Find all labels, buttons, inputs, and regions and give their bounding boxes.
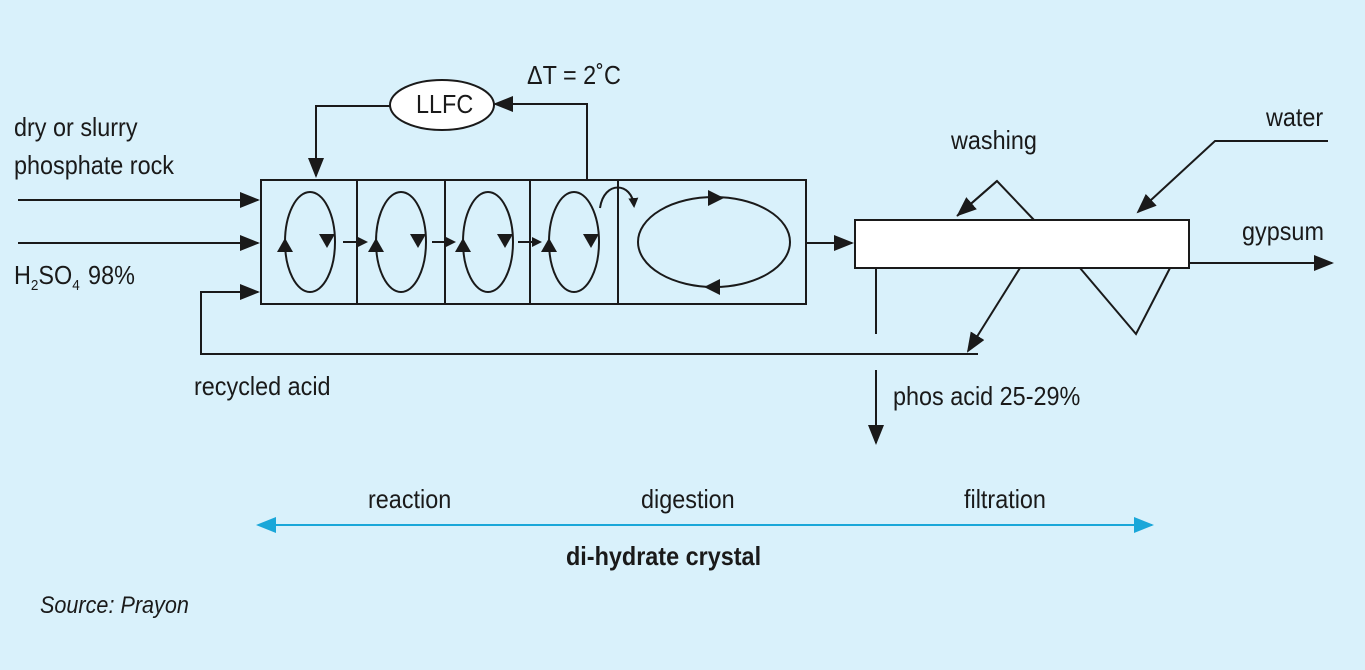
loop-arrowhead xyxy=(410,234,426,248)
rock-feed-label: dry or slurry xyxy=(14,112,138,142)
source-credit: Source: Prayon xyxy=(40,592,189,619)
loop-arrowhead xyxy=(455,238,471,252)
crystal-type-label: di-hydrate crystal xyxy=(566,541,762,571)
washing-label: washing xyxy=(951,125,1037,155)
washing-arrow xyxy=(956,180,998,217)
loop-arrowhead xyxy=(583,234,599,248)
water-line xyxy=(1136,140,1328,214)
filtrate-zigzag xyxy=(1079,267,1171,336)
recycled-acid-label: recycled acid xyxy=(194,371,331,401)
stage-digestion-label: digestion xyxy=(641,484,735,514)
stage-reaction-label: reaction xyxy=(368,484,452,514)
stage-filtration-label: filtration xyxy=(964,484,1046,514)
loop-arrowhead xyxy=(319,234,335,248)
llfc-controller xyxy=(389,79,495,131)
sulfuric-acid-label: H2SO4 98% xyxy=(14,260,135,294)
recycled-acid-line xyxy=(200,284,978,355)
recycle-from-filter xyxy=(966,267,1021,353)
llfc-label: LLFC xyxy=(416,89,474,119)
loop-arrowhead xyxy=(277,238,293,252)
filter-box xyxy=(854,219,1190,269)
loop-arrowhead xyxy=(497,234,513,248)
loop-arrowhead xyxy=(708,190,724,206)
overflow-arrow xyxy=(599,186,639,209)
llfc-sensor-line xyxy=(493,96,588,180)
loop-arrowhead xyxy=(368,238,384,252)
delta-t-label: ΔT = 2˚C xyxy=(527,60,621,90)
rock-feed-label-line2: phosphate rock xyxy=(14,150,175,180)
water-label: water xyxy=(1266,102,1324,132)
gypsum-label: gypsum xyxy=(1242,216,1324,246)
loop-arrowhead xyxy=(704,279,720,295)
stage-axis-start-arrowhead xyxy=(256,517,276,533)
phos-acid-label: phos acid 25-29% xyxy=(893,381,1081,411)
loop-arrowhead xyxy=(541,238,557,252)
washing-zigzag xyxy=(956,179,1035,221)
llfc-return-line xyxy=(308,105,390,178)
